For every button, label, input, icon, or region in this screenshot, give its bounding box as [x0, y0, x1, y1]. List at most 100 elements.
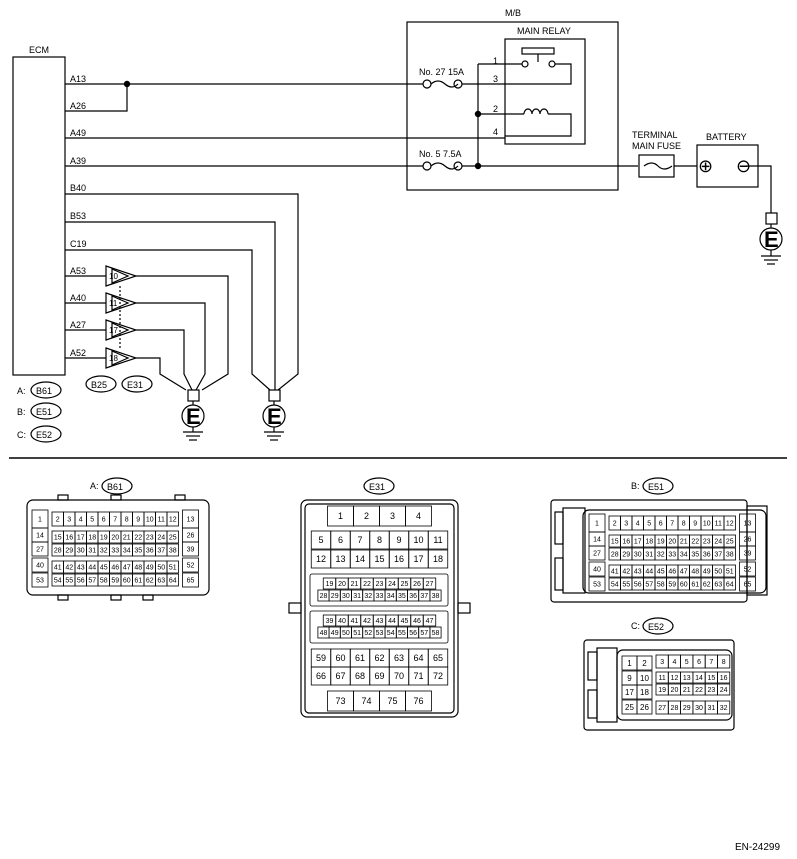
b61-title-id: B61 [107, 482, 123, 492]
ecm-pin-labels: A13 A26 A49 A39 B40 B53 C19 A53 A40 A27 … [70, 74, 87, 358]
b61-grid-pin-37-label: 37 [157, 548, 165, 555]
b61-grid-pin-63-label: 63 [157, 578, 165, 585]
battery-label: BATTERY [706, 132, 747, 142]
e51-grid-pin-46-label: 46 [668, 569, 676, 576]
e31-pin-16-label: 16 [394, 554, 404, 564]
e52-pin-19-label: 19 [658, 687, 666, 694]
e52-pin-32-cell [717, 700, 731, 715]
ground-2-e: E [267, 404, 282, 429]
e51-grid-pin-21-label: 21 [680, 539, 688, 546]
e31-pin-37-label: 37 [420, 593, 428, 600]
b61-grid-pin-53-cell [31, 572, 49, 588]
e31-pin-43-label: 43 [376, 618, 384, 625]
e31-pin-62-label: 62 [374, 653, 384, 663]
e51-grid-pin-14-label: 14 [593, 537, 601, 544]
b61-grid-pin-56-label: 56 [77, 578, 85, 585]
e52-pin-3-label: 3 [660, 659, 664, 666]
e51-title-letter: B: [631, 481, 640, 491]
e51-grid-pin-25-label: 25 [726, 539, 734, 546]
e51-grid-pin-44-label: 44 [645, 569, 653, 576]
mb-box [406, 21, 619, 191]
b61-grid-pin-3-label: 3 [67, 517, 71, 524]
b61-grid-pin-28-label: 28 [54, 548, 62, 555]
e51-grid-pin-42-label: 42 [622, 569, 630, 576]
e52-pin-23-label: 23 [707, 687, 715, 694]
e31-pin-36-label: 36 [409, 593, 417, 600]
e51-grid-pin-41-label: 41 [611, 569, 619, 576]
b61-grid-pin-23-label: 23 [146, 535, 154, 542]
b61-grid-pin-40-label: 40 [36, 563, 44, 570]
e31-pin-58-cell [429, 626, 442, 639]
e31-pin-27-label: 27 [426, 581, 434, 588]
ecm-pin-a40: A40 [70, 293, 86, 303]
e31-pin-3-label: 3 [390, 511, 395, 521]
e52-pin-4-label: 4 [672, 659, 676, 666]
e51-grid-pin-38-cell [723, 547, 736, 561]
e51-grid-pin-56-label: 56 [634, 582, 642, 589]
e31-pin-63-label: 63 [394, 653, 404, 663]
b61-grid-pin-60-label: 60 [123, 578, 131, 585]
key-b-letter: B: [17, 407, 26, 417]
b61-grid-pin-48-label: 48 [134, 565, 142, 572]
e51-grid-pin-15-label: 15 [611, 539, 619, 546]
e52-pin-31-label: 31 [707, 705, 715, 712]
e31-pin-48-label: 48 [320, 630, 328, 637]
main-relay-label: MAIN RELAY [517, 26, 571, 36]
e51-grid-pin-25-cell [723, 534, 736, 548]
b61-grid-pin-35-label: 35 [134, 548, 142, 555]
e31-pin-35-label: 35 [398, 593, 406, 600]
e51-grid-pin-51-label: 51 [726, 569, 734, 576]
e31-sub-housing [309, 610, 449, 644]
e31-pin-15-label: 15 [374, 554, 384, 564]
e51-grid-pin-30-label: 30 [634, 552, 642, 559]
b61-grid-pin-7-label: 7 [113, 517, 117, 524]
e52-pin-17-label: 17 [625, 688, 634, 697]
b61-grid-pin-51-cell [166, 560, 179, 574]
wires-main [65, 63, 638, 170]
e31-pin-14-label: 14 [355, 554, 365, 564]
e51-grid-pin-19-label: 19 [657, 539, 665, 546]
e52-pin-25-label: 25 [625, 703, 634, 712]
b61-grid-pin-47-label: 47 [123, 565, 131, 572]
terminal-label-2: MAIN FUSE [632, 141, 681, 151]
e52-pin-1-label: 1 [627, 659, 632, 668]
e51-grid-pin-11-label: 11 [715, 521, 722, 528]
joint-11: 11 [109, 299, 118, 308]
e31-pin-47-label: 47 [426, 618, 434, 625]
e52-pin-8-cell [717, 654, 731, 669]
e52-pin-30-label: 30 [695, 705, 703, 712]
ecm-box [12, 56, 66, 376]
e51-grid-pin-64-label: 64 [726, 582, 734, 589]
b61-grid-pin-38-label: 38 [169, 548, 177, 555]
relay-pin-1: 1 [493, 56, 498, 66]
e31-pin-38-label: 38 [432, 593, 440, 600]
joint-connectors [65, 265, 229, 391]
e51-grid-pin-38-label: 38 [726, 552, 734, 559]
e31-pin-64-label: 64 [413, 653, 423, 663]
b61-grid-pin-1-label: 1 [38, 517, 42, 524]
ecm-pin-a39: A39 [70, 156, 86, 166]
e51-grid-pin-39-cell [739, 545, 756, 561]
e31-pin-71-label: 71 [413, 671, 423, 681]
e31-pin-72-cell [427, 666, 449, 686]
e51-grid-pin-43-label: 43 [634, 569, 642, 576]
e31-pin-68-label: 68 [355, 671, 365, 681]
fuse-5-label: No. 5 7.5A [419, 149, 462, 159]
b61-grid-pin-58-label: 58 [100, 578, 108, 585]
b61-grid-pin-54-label: 54 [54, 578, 62, 585]
e51-grid-pin-62-label: 62 [703, 582, 711, 589]
b61-grid-pin-36-label: 36 [146, 548, 154, 555]
e31-pin-55-label: 55 [398, 630, 406, 637]
e31-pin-42-label: 42 [363, 618, 371, 625]
e51-grid-pin-27-cell [588, 545, 606, 561]
e31-pin-11-label: 11 [433, 535, 442, 545]
b61-grid-pin-24-label: 24 [157, 535, 165, 542]
e31-pin-10-label: 10 [413, 535, 423, 545]
battery-ground [759, 212, 783, 265]
b61-grid-pin-55-label: 55 [65, 578, 73, 585]
battery-ground-e: E [764, 227, 779, 252]
joint-connector-b25: B25 [91, 380, 107, 390]
ecm-pin-b40: B40 [70, 183, 86, 193]
e31-pin-76-label: 76 [413, 696, 423, 706]
